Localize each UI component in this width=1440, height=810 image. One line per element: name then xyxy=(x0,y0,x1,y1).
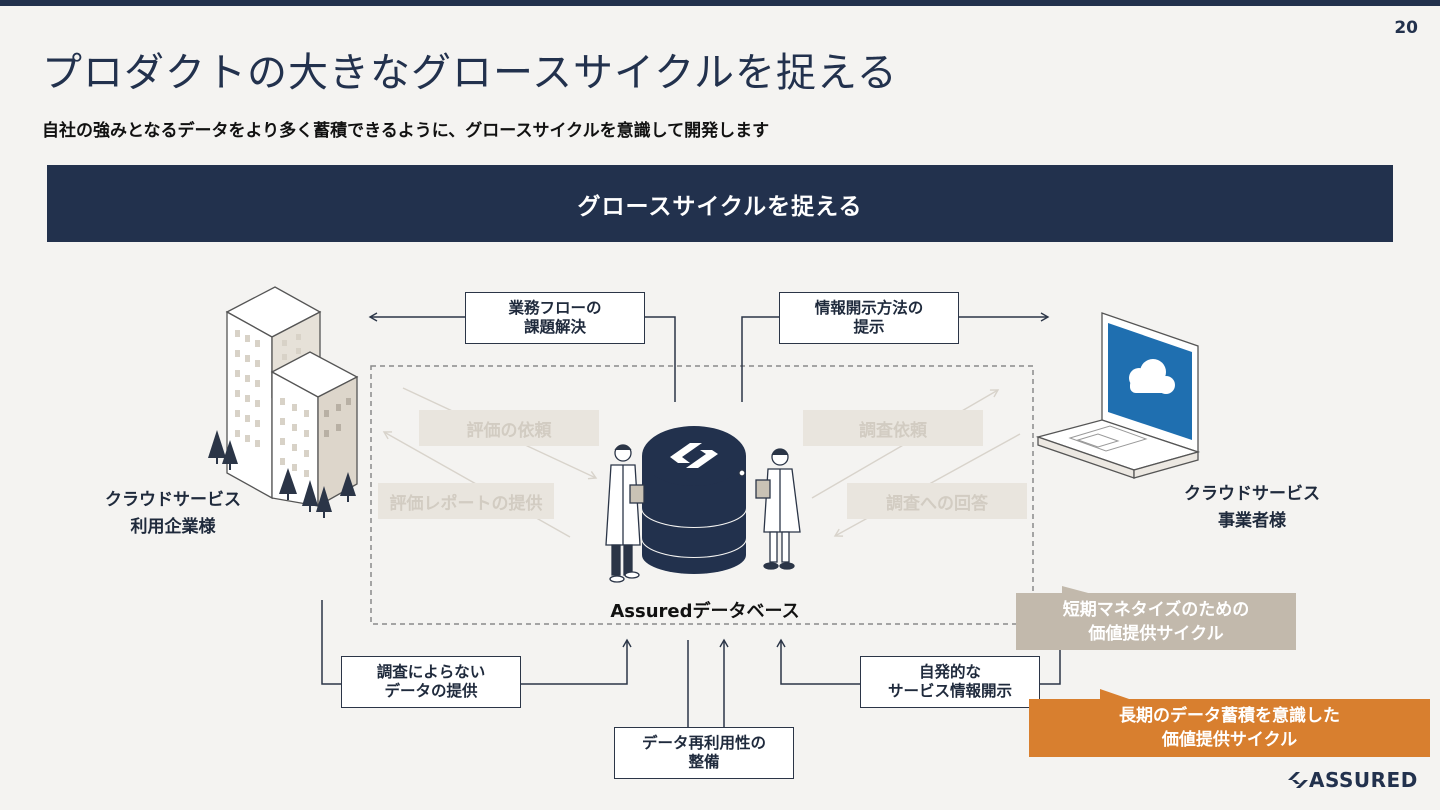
assured-logo: ASSURED xyxy=(1287,768,1418,792)
banner-growth-cycle: グロースサイクルを捉える xyxy=(47,165,1393,242)
box-data-reusability: データ再利用性の 整備 xyxy=(614,727,794,779)
page-number: 20 xyxy=(1394,18,1418,38)
box-workflow-solution: 業務フローの 課題解決 xyxy=(465,292,645,344)
faded-label-survey-request: 調査依頼 xyxy=(803,410,983,446)
cloud-icon xyxy=(1129,359,1175,394)
label-assured-database: Assuredデータベース xyxy=(610,601,800,622)
label-cloud-service-provider: クラウドサービス 事業者様 xyxy=(1184,484,1320,531)
box-disclosure-method: 情報開示方法の 提示 xyxy=(779,292,959,344)
box-voluntary-disclosure: 自発的な サービス情報開示 xyxy=(860,656,1040,708)
central-dashed-area xyxy=(370,365,1034,625)
faded-label-eval-request: 評価の依頼 xyxy=(419,410,599,446)
faded-label-survey-answer: 調査への回答 xyxy=(847,483,1027,519)
database-icon xyxy=(641,426,747,574)
person-right-icon xyxy=(738,448,801,570)
assured-logo-icon xyxy=(1288,772,1308,788)
laptop-icon xyxy=(1035,312,1201,479)
short-term-value-cycle: 短期マネタイズのための 価値提供サイクル xyxy=(1016,593,1296,650)
assured-logo-text: ASSURED xyxy=(1309,768,1418,792)
box-data-without-survey: 調査によらない データの提供 xyxy=(341,656,521,708)
office-building-icon xyxy=(208,286,359,518)
page-title: プロダクトの大きなグロースサイクルを捉える xyxy=(42,50,898,96)
faded-label-eval-report: 評価レポートの提供 xyxy=(378,483,554,519)
top-accent-bar xyxy=(0,0,1440,6)
assured-mark-icon xyxy=(670,443,718,468)
long-term-value-cycle: 長期のデータ蓄積を意識した 価値提供サイクル xyxy=(1029,699,1430,757)
short-cycle-flag xyxy=(1062,586,1092,594)
long-cycle-flag xyxy=(1100,689,1132,700)
person-left-icon xyxy=(605,444,645,583)
page-subtitle: 自社の強みとなるデータをより多く蓄積できるように、グロースサイクルを意識して開発… xyxy=(42,121,770,141)
label-cloud-user-company: クラウドサービス 利用企業様 xyxy=(105,490,241,537)
